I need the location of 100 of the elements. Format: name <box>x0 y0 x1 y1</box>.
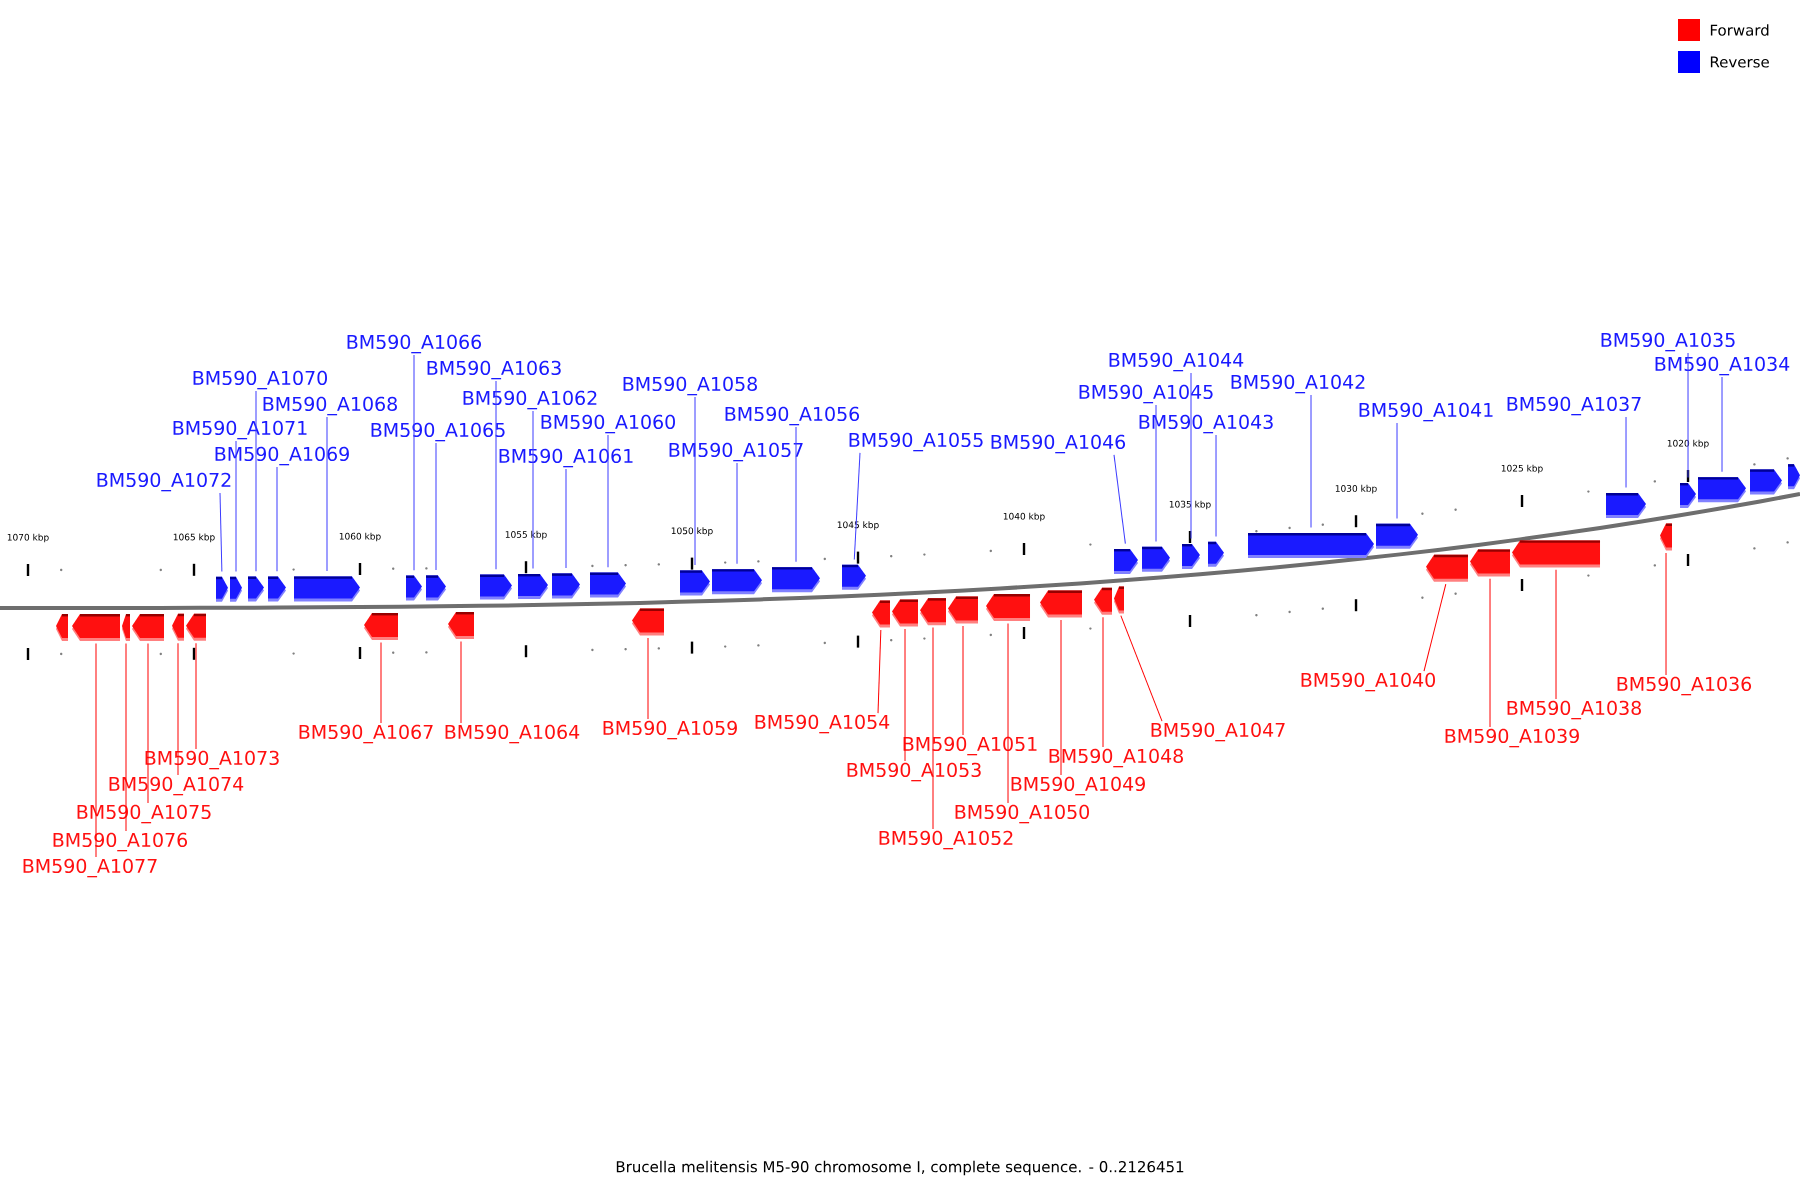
gene-label: BM590_A1070 <box>193 370 327 390</box>
gene-label: BM590_A1074 <box>109 776 244 796</box>
gene-shape <box>1680 483 1696 508</box>
leader-line <box>877 629 882 714</box>
leader-line <box>1489 578 1491 728</box>
gene-shape <box>1208 541 1224 567</box>
gene-label: BM590_A1040 <box>1301 672 1435 692</box>
leader-line <box>326 416 328 572</box>
gene-shape <box>920 598 946 626</box>
gene-label: BM590_A1034 <box>1655 356 1790 376</box>
gene-label: BM590_A1037 <box>1507 396 1641 416</box>
gene-shape <box>448 612 474 639</box>
leader-line <box>1625 416 1627 489</box>
gene-label: BM590_A1065 <box>371 422 505 442</box>
gene-shape <box>186 613 206 641</box>
gene-label: BM590_A1068 <box>263 396 397 416</box>
gene-label: BM590_A1073 <box>145 750 279 770</box>
gene-shape <box>1470 549 1510 577</box>
gene-label: BM590_A1045 <box>1079 384 1213 404</box>
gene-label: BM590_A1072 <box>97 472 231 492</box>
leader-line <box>736 462 738 565</box>
leader-line <box>607 434 609 568</box>
gene-label: BM590_A1038 <box>1507 700 1641 720</box>
leader-line <box>565 468 567 569</box>
gene-label: BM590_A1066 <box>347 334 482 354</box>
leader-line <box>147 642 149 804</box>
gene-label: BM590_A1060 <box>541 414 675 434</box>
gene-shape <box>872 600 890 628</box>
leader-line <box>255 390 257 572</box>
gene-label: BM590_A1055 <box>849 432 983 452</box>
leader-line <box>1102 616 1104 748</box>
gene-label: BM590_A1035 <box>1601 332 1735 352</box>
leader-line <box>413 354 415 571</box>
gene-shape <box>518 574 548 599</box>
gene-shape <box>1182 544 1200 569</box>
gene-label: BM590_A1058 <box>623 376 757 396</box>
gene-shape <box>1750 469 1782 495</box>
leader-line <box>795 426 797 563</box>
leader-line <box>1665 552 1667 676</box>
leader-line <box>235 440 237 572</box>
leader-line <box>647 637 649 720</box>
leader-line <box>1060 619 1062 776</box>
gene-label: BM590_A1062 <box>463 390 597 410</box>
gene-shape <box>1660 523 1672 551</box>
leader-line <box>1423 583 1447 672</box>
gene-shape <box>552 573 580 599</box>
gene-shape <box>1114 549 1138 574</box>
gene-shape <box>1114 586 1124 614</box>
gene-label: BM590_A1049 <box>1011 776 1145 796</box>
gene-shape <box>1376 523 1418 549</box>
leader-line <box>694 396 696 566</box>
leader-line <box>219 492 223 572</box>
gene-shape <box>364 613 398 640</box>
leader-line <box>962 625 964 736</box>
gene-label: BM590_A1063 <box>427 360 561 380</box>
leader-line <box>1555 569 1557 700</box>
leader-line <box>532 410 534 570</box>
gene-label: BM590_A1069 <box>215 446 349 466</box>
gene-label: BM590_A1050 <box>955 804 1089 824</box>
gene-label: BM590_A1064 <box>445 724 580 744</box>
gene-shape <box>172 613 184 641</box>
gene-shape <box>1788 464 1800 490</box>
leader-line <box>495 380 497 570</box>
leader-line <box>1687 352 1689 479</box>
gene-shape <box>1606 493 1646 518</box>
gene-shape <box>680 570 710 596</box>
gene-shape <box>1040 590 1082 618</box>
gene-label: BM590_A1061 <box>499 448 633 468</box>
leader-line <box>195 642 197 750</box>
gene-label: BM590_A1056 <box>725 406 860 426</box>
gene-shape <box>632 608 664 636</box>
gene-shape <box>480 574 512 600</box>
gene-shape <box>712 569 762 595</box>
gene-label: BM590_A1054 <box>755 714 890 734</box>
leader-line <box>1310 394 1312 529</box>
leader-line <box>1113 454 1126 545</box>
gene-shape <box>1426 554 1468 582</box>
gene-label: BM590_A1043 <box>1139 414 1273 434</box>
gene-shape <box>294 576 360 602</box>
gene-label: BM590_A1059 <box>603 720 737 740</box>
gene-label: BM590_A1052 <box>879 830 1013 850</box>
gene-shape <box>230 576 242 602</box>
gene-shape <box>216 576 228 602</box>
leader-line <box>1721 376 1723 473</box>
gene-label: BM590_A1071 <box>173 420 307 440</box>
gene-shape <box>590 572 626 598</box>
gene-shape <box>122 614 130 641</box>
gene-shape <box>842 564 866 590</box>
gene-shape <box>1142 546 1170 572</box>
gene-label: BM590_A1051 <box>903 736 1037 756</box>
gene-label: BM590_A1076 <box>53 832 188 852</box>
leader-line <box>1007 622 1009 804</box>
gene-label: BM590_A1047 <box>1151 722 1285 742</box>
gene-shape <box>426 575 446 601</box>
gene-shape <box>248 576 264 602</box>
gene-label: BM590_A1042 <box>1231 374 1365 394</box>
leader-line <box>904 628 906 762</box>
gene-label: BM590_A1067 <box>299 724 433 744</box>
gene-label: BM590_A1053 <box>847 762 981 782</box>
gene-label: BM590_A1044 <box>1109 352 1244 372</box>
